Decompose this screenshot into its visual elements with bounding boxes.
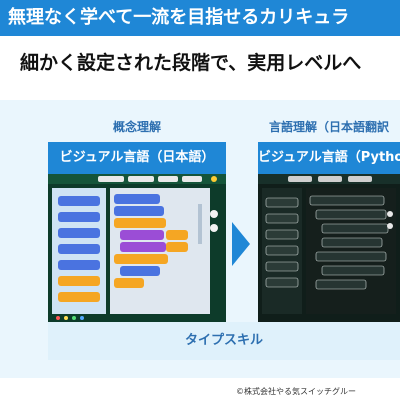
python-block-editor-illustration bbox=[258, 174, 400, 322]
column-strip-visual-python: ビジュアル言語（Pytho bbox=[258, 142, 400, 174]
block-editor-illustration bbox=[48, 174, 226, 322]
visual-editor-screenshot-python bbox=[258, 174, 400, 322]
typing-skill-label: タイプスキル bbox=[48, 322, 400, 360]
visual-editor-screenshot-japanese bbox=[48, 174, 226, 322]
banner-title: 無理なく学べて一流を目指せるカリキュラ bbox=[0, 0, 400, 36]
column-header-concept: 概念理解 bbox=[112, 120, 161, 134]
column-header-language: 言語理解（日本語翻訳 bbox=[268, 120, 389, 134]
column-strip-visual-japanese: ビジュアル言語（日本語） bbox=[48, 142, 226, 174]
progression-arrow-icon bbox=[232, 222, 250, 266]
copyright-footer: ©株式会社やる気スイッチグルー bbox=[236, 387, 356, 396]
subtitle: 細かく設定された段階で、実用レベルへ bbox=[20, 52, 362, 74]
